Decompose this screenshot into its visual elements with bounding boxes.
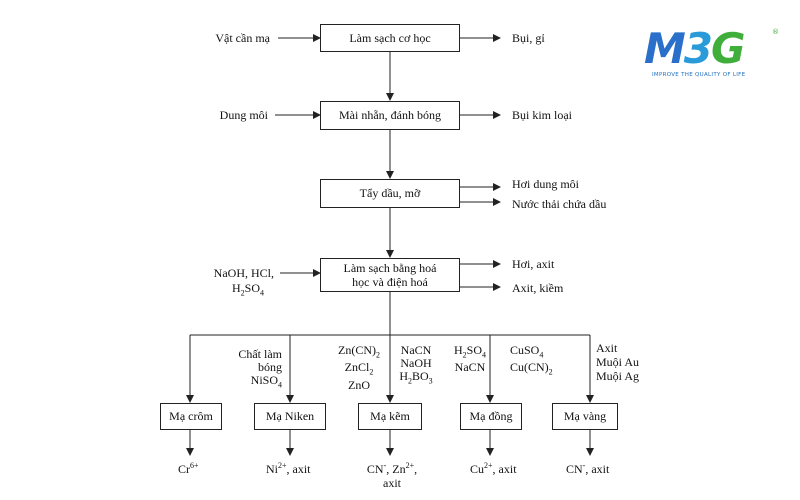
process-box-chemical-cleaning: Làm sạch bằng hoá học và điện hoá (320, 258, 460, 292)
process-label: Mạ Niken (265, 409, 315, 423)
logo-tagline: IMPROVE THE QUALITY OF LIFE (652, 72, 746, 78)
process-label-line2: học và điện hoá (352, 275, 428, 289)
process-label: Mạ kẽm (370, 409, 410, 423)
input-item: Zn(CN)2 (338, 343, 380, 360)
output-step3-wastewater: Nước thải chứa dầu (512, 197, 607, 211)
input-item: NaCN (400, 343, 432, 357)
output-chrome: Cr6+ (178, 461, 199, 476)
logo-registered-mark: ® (772, 28, 779, 36)
input-step2: Dung môi (219, 108, 268, 122)
input-item: CuSO4 (510, 343, 544, 360)
logo-letter-3: 3 (683, 24, 713, 73)
process-label: Tẩy dầu, mỡ (359, 186, 421, 200)
input-item: H2SO4 (453, 343, 486, 360)
process-label: Mạ crôm (169, 409, 213, 423)
process-label: Mạ vàng (563, 409, 607, 423)
output-step4-vapor-acid: Hơi, axit (512, 257, 555, 271)
input-item: bóng (258, 360, 282, 374)
logo-letter-m: M (644, 24, 686, 73)
output-nickel: Ni2+, axit (266, 461, 311, 476)
inputs-zinc-left: Zn(CN)2 ZnCl2 ZnO (334, 343, 384, 392)
process-label: Mạ đồng (469, 409, 513, 423)
process-box-gold-plating: Mạ vàng (552, 403, 618, 430)
output-gold: CN-, axit (566, 461, 610, 476)
inputs-nickel: Chất làm bóng NiSO4 (226, 348, 282, 391)
process-box-zinc-plating: Mạ kẽm (358, 403, 422, 430)
input-item: Cu(CN)2 (510, 360, 553, 377)
process-label-line1: Làm sạch bằng hoá (343, 261, 437, 275)
input-item: ZnCl2 (344, 360, 374, 377)
process-box-polishing: Mài nhẵn, đánh bóng (320, 101, 460, 130)
process-box-degreasing: Tẩy dầu, mỡ (320, 179, 460, 208)
input-item: Axit (596, 341, 618, 355)
input-step4-line2: H2SO4 (232, 281, 265, 298)
input-item: Muội Ag (596, 369, 640, 383)
process-label: Làm sạch cơ học (349, 30, 431, 45)
input-item: Chất làm (238, 347, 282, 361)
output-step2: Bụi kim loại (512, 108, 572, 122)
input-step4-line1: NaOH, HCl, (213, 266, 274, 280)
process-box-copper-plating: Mạ đồng (460, 403, 522, 430)
output-step3-vapor: Hơi dung môi (512, 177, 580, 191)
input-item: H2BO3 (399, 369, 433, 386)
input-step1: Vật cần mạ (215, 31, 270, 45)
input-item: NaCN (454, 360, 486, 375)
inputs-copper-right: CuSO4 Cu(CN)2 (510, 343, 562, 379)
process-box-mechanical-cleaning: Làm sạch cơ học (320, 24, 460, 52)
input-item: ZnO (348, 377, 370, 392)
brand-logo: M3G ® IMPROVE THE QUALITY OF LIFE (644, 22, 784, 92)
input-item: NaOH (400, 356, 432, 370)
input-item: NiSO4 (250, 373, 282, 390)
process-box-chrome-plating: Mạ crôm (160, 403, 222, 430)
process-label: Mài nhẵn, đánh bóng (339, 108, 441, 122)
output-step1: Bụi, gỉ (512, 31, 545, 45)
output-copper: Cu2+, axit (470, 461, 517, 476)
output-line: CN-, Zn2+, (366, 461, 418, 476)
logo-letter-g: G (711, 24, 746, 73)
inputs-zinc-right: NaCN NaOH H2BO3 (396, 344, 436, 387)
output-step4-acid-alkali: Axit, kiềm (512, 281, 564, 295)
process-box-nickel-plating: Mạ Niken (254, 403, 326, 430)
output-line: axit (383, 476, 401, 490)
input-item: Muội Au (596, 355, 640, 369)
inputs-gold: Axit Muội Au Muội Ag (596, 341, 639, 383)
inputs-copper-left: H2SO4 NaCN (450, 343, 490, 375)
output-zinc: CN-, Zn2+, axit (352, 459, 432, 490)
